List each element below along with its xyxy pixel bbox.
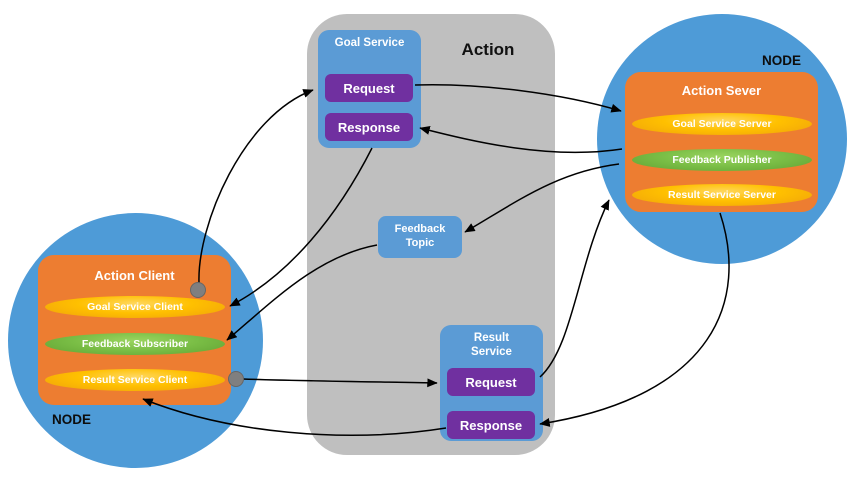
goal-response-box: Response — [325, 113, 413, 141]
result-service-server-pill: Result Service Server — [632, 184, 812, 206]
goal-service-title: Goal Service — [334, 37, 405, 49]
action-server-title: Action Sever — [681, 83, 762, 98]
result-service-box: Result Service Request Response — [440, 325, 543, 441]
goal-service-box: Goal Service Request Response — [318, 30, 421, 148]
action-client-title: Action Client — [94, 268, 175, 283]
result-request-box: Request — [447, 368, 535, 396]
server-node-label: NODE — [762, 53, 802, 68]
client-node-label: NODE — [52, 412, 92, 427]
result-service-title: Result Service — [471, 332, 512, 358]
result-service-client-pill: Result Service Client — [45, 369, 225, 391]
feedback-subscriber-pill: Feedback Subscriber — [45, 333, 225, 355]
goal-service-server-pill: Goal Service Server — [632, 113, 812, 135]
feedback-topic-title: Feedback Topic — [394, 223, 446, 249]
result-response-box: Response — [447, 411, 535, 439]
action-group-title: Action — [461, 40, 515, 59]
goal-service-client-pill: Goal Service Client — [45, 296, 225, 318]
feedback-topic-box: Feedback Topic — [378, 216, 462, 258]
action-server-box: Action Sever Goal Service Server Feedbac… — [625, 72, 818, 212]
goal-request-box: Request — [325, 74, 413, 102]
feedback-publisher-pill: Feedback Publisher — [632, 149, 812, 171]
action-client-box: Action Client Goal Service Client Feedba… — [38, 255, 231, 405]
